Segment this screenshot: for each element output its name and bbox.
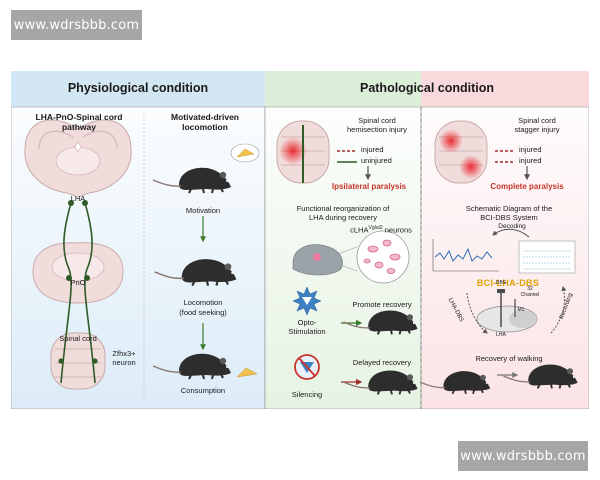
bci-lha-label: LHA bbox=[496, 332, 506, 338]
legend-uninjured: uninjured bbox=[361, 156, 392, 165]
watermark-bottom: www.wdrsbbb.com bbox=[458, 441, 588, 471]
clha-neurons-label: cLHAVglut2 neurons bbox=[350, 225, 412, 235]
zfhx3-neuron-label: Zfhx3+ neuron bbox=[112, 349, 136, 367]
dbs-label: DBS bbox=[495, 280, 507, 286]
spinal-cord-stagger-icon bbox=[434, 120, 488, 184]
pathological-header: Pathological condition bbox=[359, 81, 495, 95]
bci-title-1: Schematic Diagram of the bbox=[465, 204, 553, 213]
pno-label: PnO bbox=[70, 278, 86, 287]
spinal-cord-hemisection-icon bbox=[276, 120, 330, 184]
lha-label: LHA bbox=[70, 194, 86, 203]
cheese-thought-icon bbox=[230, 143, 260, 163]
brainstem-section bbox=[32, 242, 124, 304]
hemisection-title-2: hemisection injury bbox=[346, 125, 408, 134]
consumption-label: Consumption bbox=[180, 386, 226, 395]
locomotion-title: Motivated-driven locomotion bbox=[170, 112, 239, 132]
opto-label-2: Stimulation bbox=[288, 327, 326, 336]
opto-stimulation-icon bbox=[292, 286, 322, 316]
pathway-title: LHA-PnO-Spinal cord pathway bbox=[35, 112, 123, 132]
physiological-header: Physiological condition bbox=[67, 81, 209, 95]
recovery-of-walking-label: Recovery of walking bbox=[475, 354, 543, 363]
reorg-title-2: LHA during recovery bbox=[309, 213, 377, 222]
stagger-title-1: Spinal cord bbox=[518, 116, 556, 125]
spectrogram-panel bbox=[518, 240, 576, 274]
figure: Physiological condition Pathological con… bbox=[11, 71, 589, 409]
motivation-label: Motivation bbox=[185, 206, 221, 215]
ipsilateral-paralysis-label: Ipsilateral paralysis bbox=[331, 182, 407, 191]
lha-dbs-side-label: LHA-DBS bbox=[446, 297, 465, 324]
rat-brain-electrodes bbox=[476, 289, 538, 333]
brain-coronal-section bbox=[24, 119, 132, 198]
legend-injured-2: injured bbox=[519, 156, 542, 165]
silencing-icon bbox=[294, 354, 320, 380]
spinal-cord-label: Spinal cord bbox=[59, 334, 97, 343]
legend-injured-1: injured bbox=[519, 145, 542, 154]
lfp-signal-trace bbox=[432, 239, 499, 272]
bci-title-2: BCI-DBS System bbox=[480, 213, 538, 222]
mouse-brain-icon bbox=[292, 244, 343, 276]
stagger-title-2: stagger injury bbox=[514, 125, 560, 134]
bci-lha-dbs-label: BCI-LHA-DBS bbox=[476, 278, 540, 288]
lha-neurons-inset bbox=[356, 230, 410, 284]
lha-pno-spinal-pathway bbox=[60, 202, 96, 384]
hemisection-title-1: Spinal cord bbox=[358, 116, 396, 125]
channel-label: Channel bbox=[520, 292, 540, 298]
silencing-label: Silencing bbox=[291, 390, 323, 399]
watermark-top: www.wdrsbbb.com bbox=[11, 10, 142, 40]
opto-label-1: Opto- bbox=[297, 318, 317, 327]
legend-injured: injured bbox=[361, 145, 384, 154]
reorg-title-1: Functional reorganization of bbox=[296, 204, 390, 213]
m1-label: M1 bbox=[517, 307, 525, 313]
decoding-label: Decoding bbox=[498, 223, 526, 230]
locomotion-label: Locomotion bbox=[183, 298, 223, 307]
complete-paralysis-label: Complete paralysis bbox=[490, 182, 564, 191]
channel-count-label: 32 bbox=[527, 286, 533, 292]
recording-side-label: Recording bbox=[559, 292, 575, 321]
delayed-recovery-label: Delayed recovery bbox=[352, 358, 412, 367]
food-seeking-label: (food seeking) bbox=[179, 308, 227, 317]
cheese-icon bbox=[236, 367, 258, 378]
promote-recovery-label: Promote recovery bbox=[352, 300, 412, 309]
